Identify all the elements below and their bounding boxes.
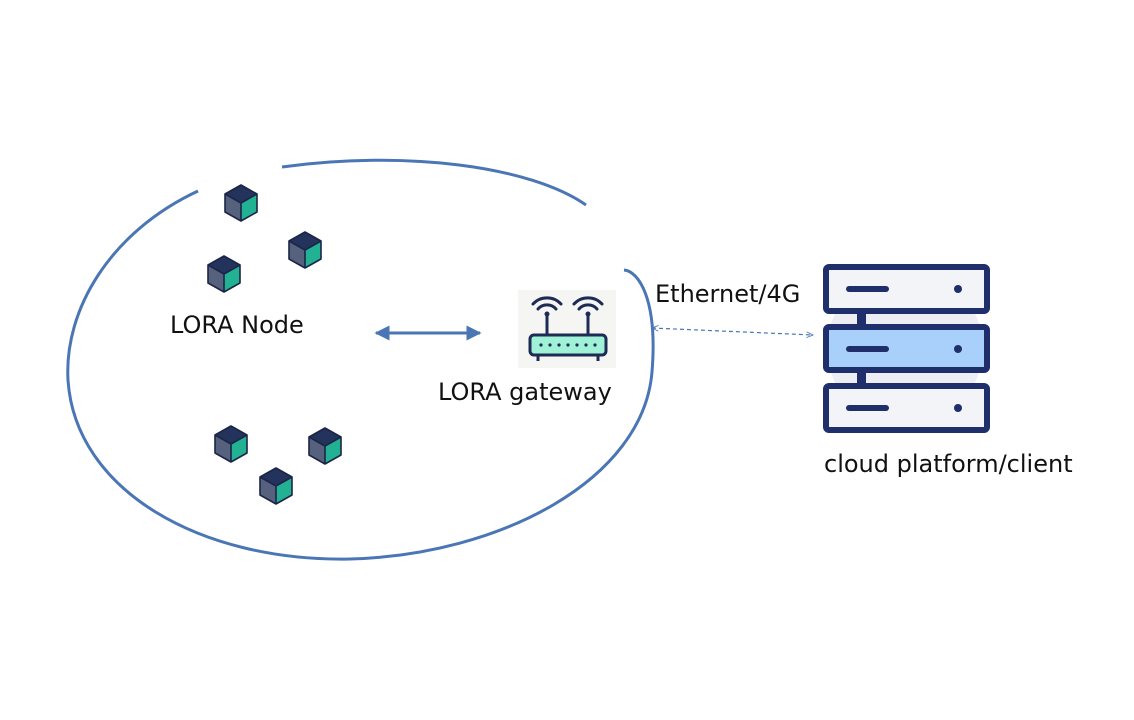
- ethernet-4g-label: Ethernet/4G: [655, 280, 801, 308]
- gateway-cloud-link: [652, 328, 813, 335]
- cube-icon: [207, 255, 241, 293]
- cube-icon: [224, 184, 258, 222]
- cube-icon: [259, 467, 293, 505]
- cube-icon: [288, 231, 322, 269]
- lora-node-label: LORA Node: [170, 311, 304, 339]
- coverage-ellipse: [66, 158, 655, 561]
- cloud-platform-label: cloud platform/client: [824, 450, 1073, 478]
- lora-gateway-label: LORA gateway: [438, 378, 612, 406]
- server-rack-icon: [823, 264, 990, 433]
- cube-icon: [308, 427, 342, 465]
- wifi-router-icon: [518, 290, 616, 368]
- cube-icon: [214, 425, 248, 463]
